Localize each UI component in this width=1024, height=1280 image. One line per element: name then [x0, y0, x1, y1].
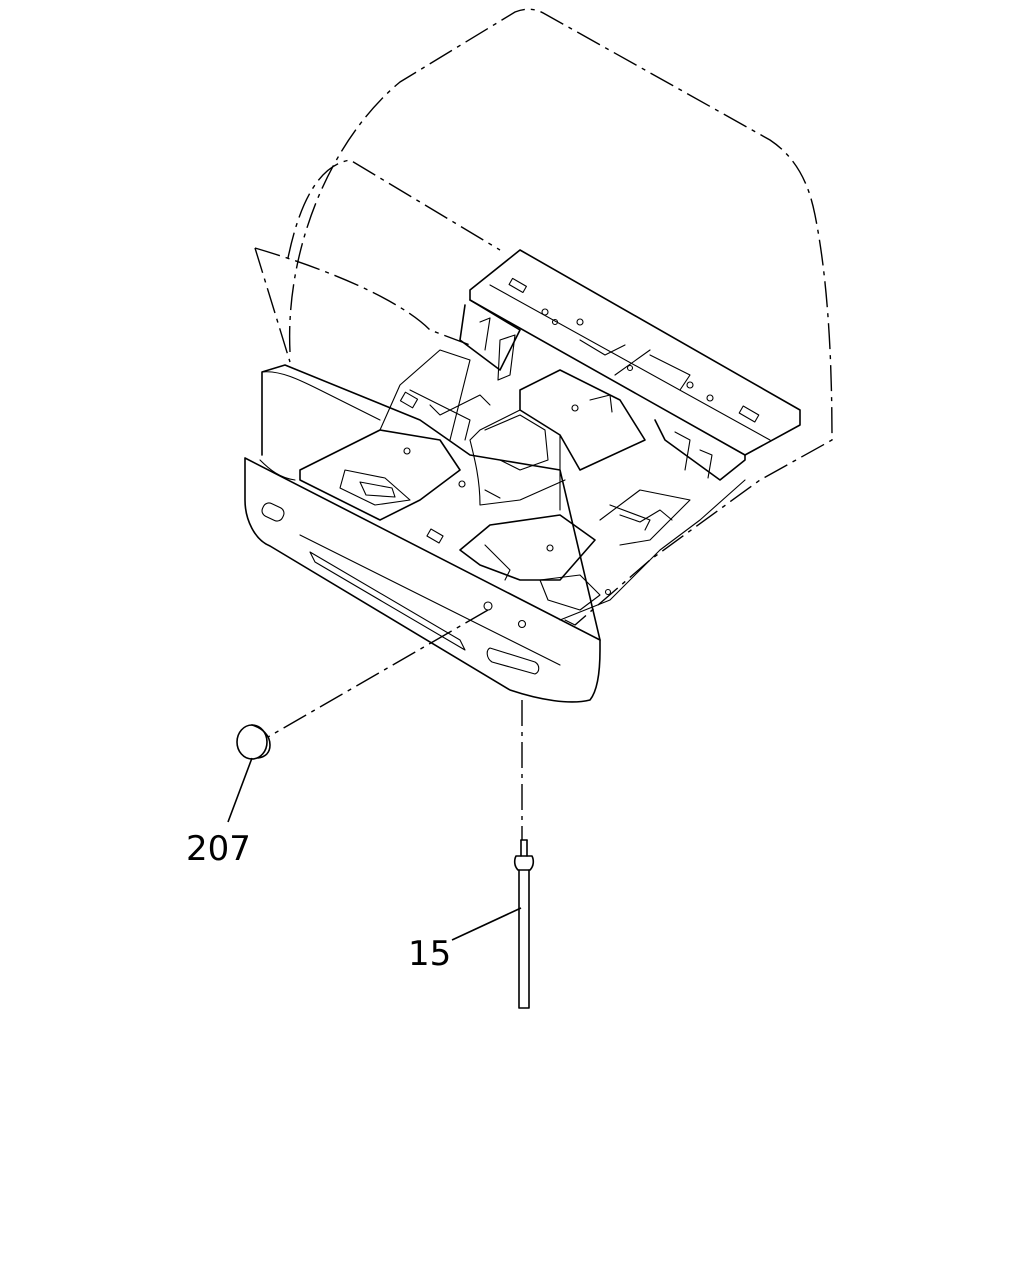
- part-207-plug: [236, 724, 271, 760]
- floor-pan-assembly: [244, 249, 801, 703]
- assembly-lines: [267, 609, 523, 840]
- cab-phantom-outline: [254, 8, 833, 626]
- callout-15: 15: [408, 934, 451, 974]
- part-15-rod: [513, 839, 535, 1009]
- callout-leaders: [227, 757, 522, 941]
- callout-207: 207: [186, 829, 251, 869]
- rod-hole: [517, 619, 527, 629]
- plug-hole: [483, 601, 493, 611]
